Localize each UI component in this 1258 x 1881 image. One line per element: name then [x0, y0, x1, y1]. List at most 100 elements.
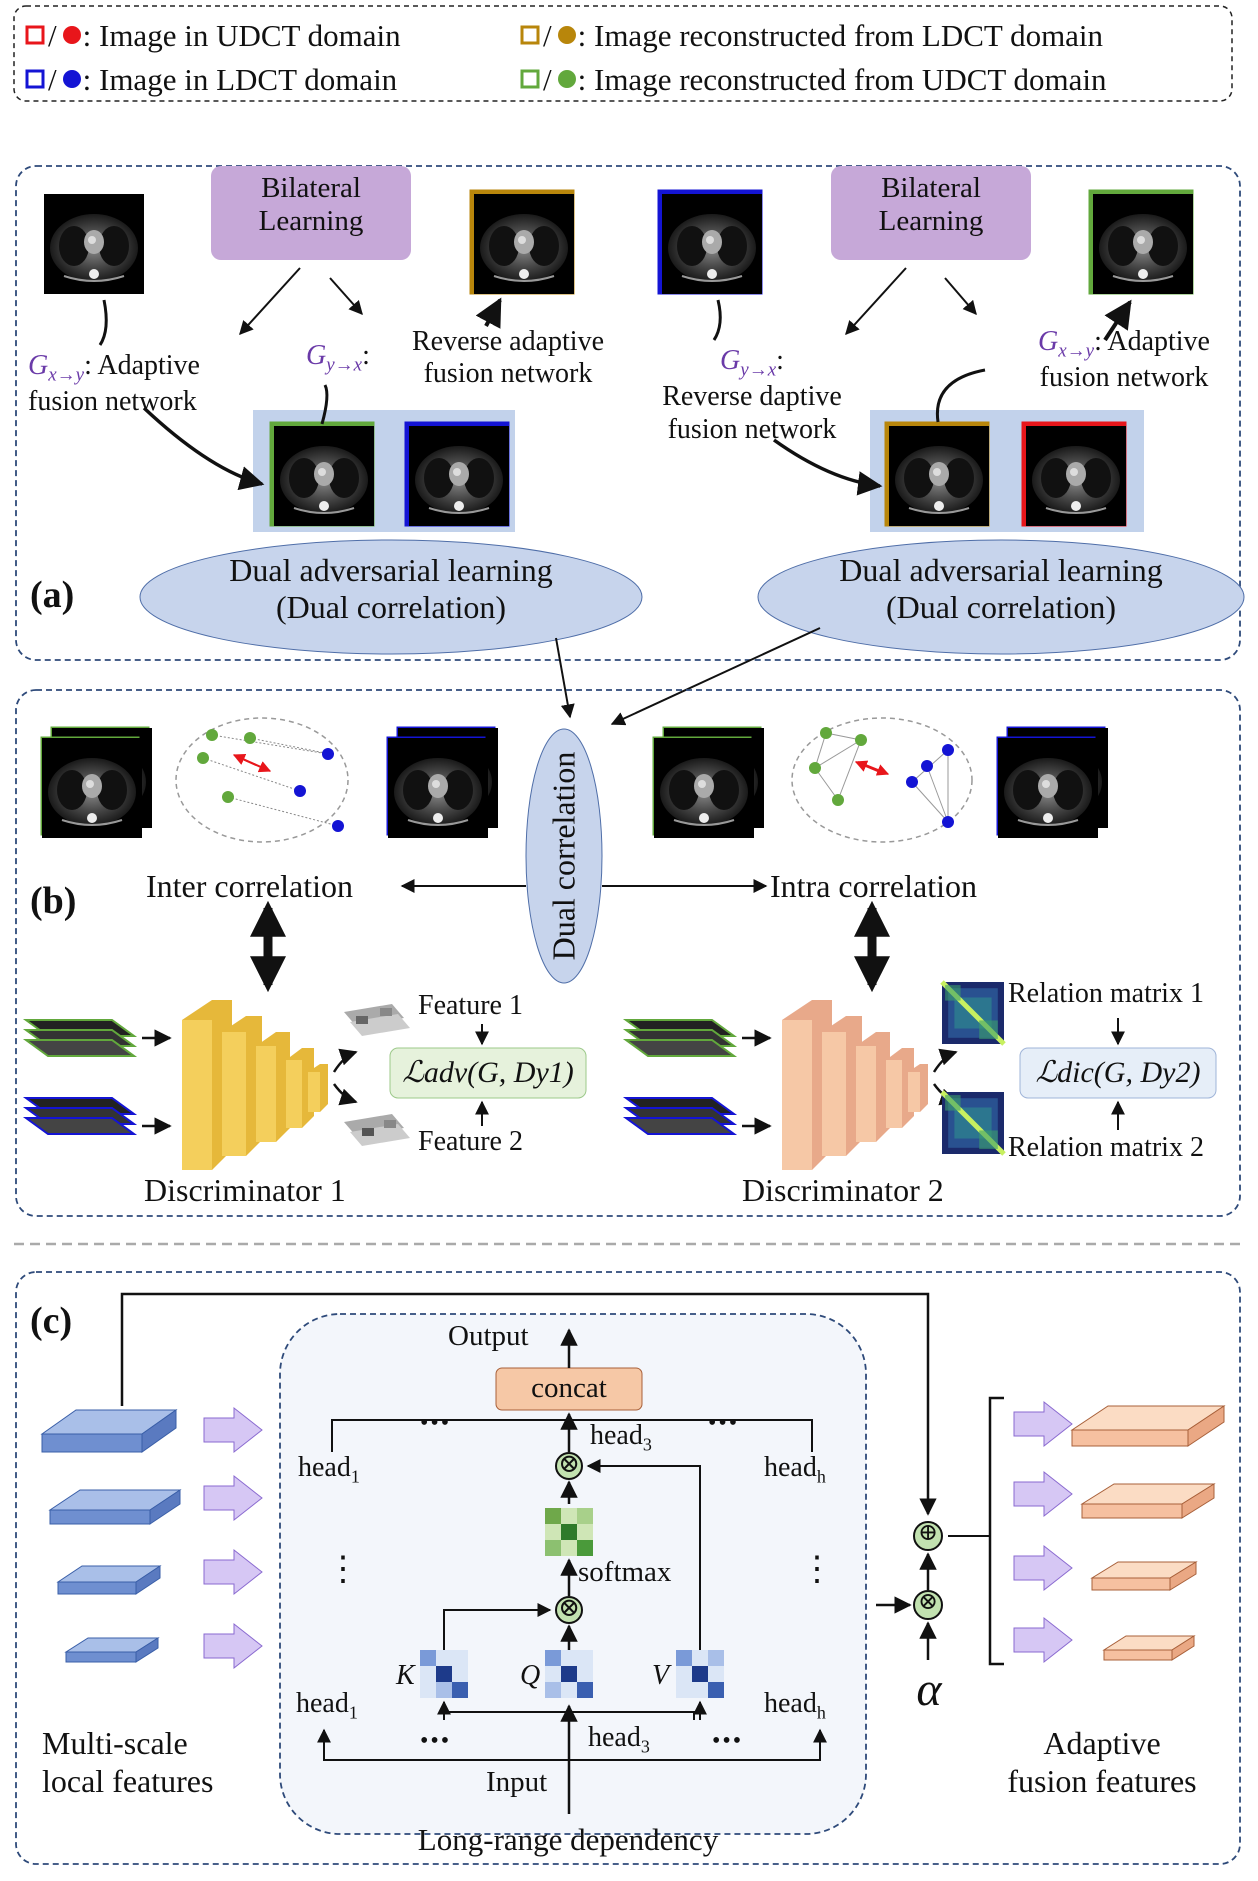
relation-matrix-2-heatmap	[942, 1092, 1004, 1154]
panel-a-border	[15, 165, 1241, 661]
vdots-right: ⋮	[800, 1551, 834, 1588]
input-label: Input	[486, 1766, 548, 1798]
legend-recon-ldct-dot	[558, 26, 576, 44]
times-node-top	[555, 1452, 583, 1480]
ct-stack-blue-left	[386, 726, 499, 839]
panel-b-label: (b)	[30, 880, 77, 922]
ct-image	[1092, 193, 1194, 295]
output-label: Output	[448, 1320, 529, 1352]
vdots-left: ⋮	[326, 1551, 360, 1588]
skip-connection	[120, 1292, 937, 1516]
intra-graph	[809, 727, 954, 828]
times-symbol-mid: ⊗	[558, 1593, 580, 1622]
g-rev-label-left: Gy→x:	[306, 340, 370, 376]
v-label: V	[652, 1660, 670, 1691]
legend-ldct-square	[25, 69, 45, 89]
v-patch	[676, 1650, 724, 1698]
q-patch	[545, 1650, 593, 1698]
legend-recon-udct-square	[520, 69, 540, 89]
ct-stack-green-right	[652, 726, 765, 839]
adaptive-fusion-features	[1070, 1405, 1226, 1661]
ct-image	[408, 425, 510, 527]
g-fwd-label-left: Gx→y: Adaptive fusion network	[28, 350, 200, 418]
discriminator-1-shape	[182, 1000, 328, 1170]
concat-label: concat	[531, 1372, 607, 1404]
times-node-mid	[555, 1596, 583, 1624]
times-symbol-alpha: ⊗	[917, 1589, 939, 1615]
ct-stack-green-left	[40, 726, 153, 839]
purple-arrows-left	[203, 1406, 263, 1670]
times-alpha-node	[913, 1590, 943, 1620]
slice-stack-green-right	[622, 1019, 738, 1057]
times-symbol-top: ⊗	[558, 1449, 580, 1478]
multi-scale-label: Multi-scale local features	[42, 1725, 214, 1800]
dual-adversarial-ellipse-right	[757, 539, 1245, 655]
legend-udct-dot	[63, 26, 81, 44]
ct-stack-blue-right	[996, 726, 1109, 839]
dual-correlation-ellipse	[525, 728, 603, 984]
headh-top-label: headh	[764, 1452, 826, 1487]
inter-graph	[197, 729, 344, 832]
plus-symbol: ⊕	[917, 1520, 939, 1546]
intra-correlation-label: Intra correlation	[770, 868, 977, 904]
loss-dic-label: ℒdic(G, Dy2)	[1035, 1056, 1201, 1089]
ct-image	[473, 193, 575, 295]
legend-recon-ldct-square	[520, 25, 540, 45]
reverse-fusion-label-left: Reverse adaptive fusion network	[411, 326, 605, 390]
ct-image	[1025, 425, 1127, 527]
feature-1-patch	[344, 1004, 410, 1036]
multi-scale-features	[40, 1409, 182, 1663]
relation-matrix-1-label: Relation matrix 1	[1008, 978, 1204, 1009]
legend-recon-ldct-label: /: Image reconstructed from LDCT domain	[543, 18, 1104, 53]
bilateral-learning-box-left	[211, 166, 411, 260]
q-label: Q	[520, 1660, 541, 1691]
intra-graph-outline	[791, 717, 973, 843]
g-fwd-label-right: Gx→y: Adaptive fusion network	[1038, 326, 1210, 394]
dual-correlation-label: Dual correlation	[545, 751, 582, 961]
feature-2-patch	[344, 1114, 410, 1146]
head1-bottom-label: head1	[296, 1688, 358, 1723]
legend-recon-udct-label: /: Image reconstructed from UDCT domain	[543, 62, 1107, 97]
dual-adversarial-ellipse-left	[139, 539, 643, 655]
slice-stack-green-left	[22, 1019, 138, 1057]
head3-bottom-label: head3	[588, 1722, 650, 1757]
headh-bottom-label: headh	[764, 1688, 826, 1723]
long-range-label: Long-range dependency	[417, 1822, 719, 1857]
loss-adv-box	[389, 1047, 587, 1099]
dots-bottom-right: •••	[712, 1728, 744, 1754]
g-rev-label-right: Gy→x: Reverse daptive fusion network	[662, 345, 842, 445]
fusion-bracket	[988, 1396, 1004, 1666]
panel-b-border	[15, 689, 1241, 1217]
panel-c-label: (c)	[30, 1300, 73, 1342]
legend-box	[13, 5, 1233, 102]
feature-1-label: Feature 1	[418, 990, 523, 1021]
loss-adv-label: ℒadv(G, Dy1)	[402, 1056, 574, 1089]
relation-matrix-2-label: Relation matrix 2	[1008, 1132, 1204, 1163]
legend-udct-square	[25, 25, 45, 45]
slice-stack-blue-right	[622, 1097, 738, 1135]
ct-image	[888, 425, 990, 527]
inter-graph-outline	[175, 717, 349, 843]
head1-top-label: head1	[298, 1452, 360, 1487]
plus-node	[913, 1521, 943, 1551]
purple-arrows-right	[1013, 1400, 1073, 1664]
loss-dic-box	[1019, 1047, 1217, 1099]
bilateral-label-right: Bilateral Learning	[878, 172, 984, 238]
legend-ldct-dot	[63, 70, 81, 88]
legend-ldct-label: /: Image in LDCT domain	[48, 62, 398, 97]
k-patch	[420, 1650, 468, 1698]
dual-adversarial-label-left: Dual adversarial learning (Dual correlat…	[229, 552, 553, 625]
discriminator-2-shape	[782, 1000, 928, 1170]
panel-c-border	[15, 1271, 1241, 1865]
softmax-patch	[545, 1508, 593, 1556]
slice-stack-blue-left	[22, 1097, 138, 1135]
softmax-label: softmax	[578, 1556, 672, 1588]
ct-image	[661, 193, 763, 295]
dual-adversarial-label-right: Dual adversarial learning (Dual correlat…	[839, 552, 1163, 625]
legend-recon-udct-dot	[558, 70, 576, 88]
adaptive-fusion-label: Adaptive fusion features	[1007, 1725, 1197, 1800]
dots-top-left: •••	[420, 1410, 452, 1436]
dots-top-right: •••	[708, 1410, 740, 1436]
ct-image	[273, 425, 375, 527]
